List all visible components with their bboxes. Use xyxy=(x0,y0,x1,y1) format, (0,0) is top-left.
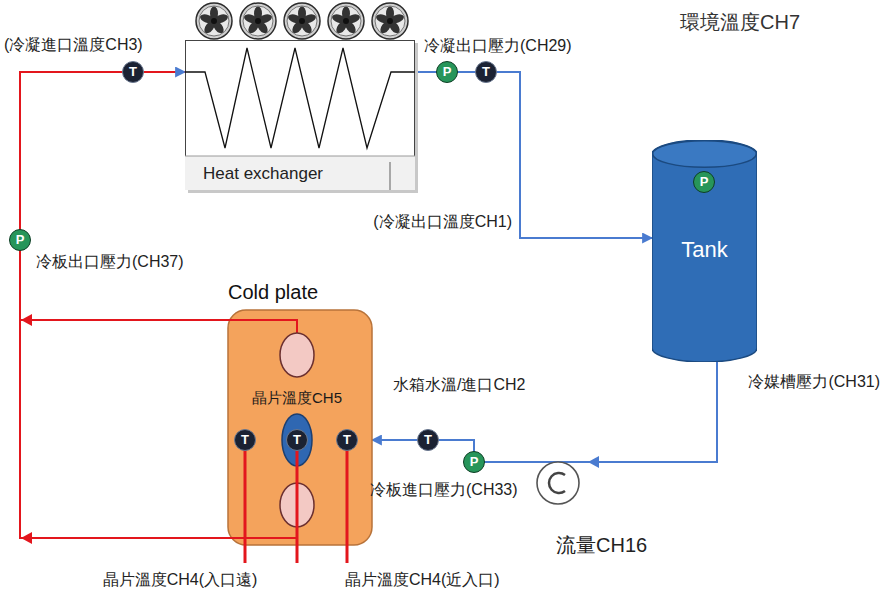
pump-body xyxy=(537,462,579,504)
outlet-pipe xyxy=(228,320,297,333)
channel-label: 流量CH16 xyxy=(556,533,647,557)
heat-exchanger-base xyxy=(185,156,415,190)
node-text: Tank xyxy=(681,237,727,263)
pressure-sensor: P xyxy=(463,451,485,473)
sensor-letter: P xyxy=(694,172,714,192)
coil-zigzag xyxy=(185,48,415,148)
cold-plate-art xyxy=(228,310,372,545)
cold-plate-body xyxy=(228,310,372,545)
channel-label: (冷凝出口溫度CH1) xyxy=(373,212,512,231)
channel-label: 晶片溫度CH4(近入口) xyxy=(345,570,500,589)
flow-arrowhead xyxy=(21,314,32,326)
sensor-letter: T xyxy=(287,430,307,450)
sensor-letter: T xyxy=(235,430,255,450)
sensor-letter: T xyxy=(337,430,357,450)
chip-oval xyxy=(280,333,314,377)
fan xyxy=(372,3,408,39)
pipe-connector xyxy=(415,72,652,238)
sensor-letter: T xyxy=(476,62,496,82)
heat-exchanger-box: Heat exchanger xyxy=(185,40,415,190)
outlet-pipe xyxy=(228,537,297,539)
channel-label: 冷凝出口壓力(CH29) xyxy=(424,36,572,55)
pump-impeller xyxy=(549,473,565,493)
sensor-letter: T xyxy=(418,430,438,450)
base-divider xyxy=(185,156,415,157)
fan xyxy=(240,3,276,39)
channel-label: (冷凝進口溫度CH3) xyxy=(4,35,143,54)
pressure-sensor: P xyxy=(436,61,458,83)
sensor-letter: P xyxy=(10,230,30,250)
channel-label: 晶片溫度CH4(入口遠) xyxy=(103,570,258,589)
pressure-sensor: P xyxy=(9,229,31,251)
node-text: Heat exchanger xyxy=(203,164,323,184)
pipe-connector xyxy=(372,362,717,462)
sensor-letter: P xyxy=(437,62,457,82)
cold-plate: Cold plate晶片溫度CH5TTT xyxy=(228,310,372,545)
sensor-letter: P xyxy=(464,452,484,472)
tank-cylinder: Tank P xyxy=(652,140,757,362)
channel-label: 冷板進口壓力(CH33) xyxy=(370,480,518,499)
base-mark xyxy=(389,162,390,190)
temperature-sensor: T xyxy=(336,429,358,451)
thermocouple-wire xyxy=(346,440,349,563)
fan xyxy=(284,3,320,39)
fan xyxy=(196,3,232,39)
channel-label: 水箱水溫/進口CH2 xyxy=(393,375,525,394)
channel-label: 冷媒槽壓力(CH31) xyxy=(748,372,880,391)
thermocouple-wire xyxy=(244,440,247,563)
sensor-letter: T xyxy=(123,62,143,82)
channel-label: 環境溫度CH7 xyxy=(680,10,800,34)
temperature-sensor: T xyxy=(234,429,256,451)
flow-arrowhead xyxy=(588,456,599,468)
return-pipe xyxy=(20,320,228,538)
node-text: 晶片溫度CH5 xyxy=(252,389,342,407)
channel-label: 冷板出口壓力(CH37) xyxy=(36,252,184,271)
temperature-sensor: T xyxy=(417,429,439,451)
tank-top xyxy=(653,141,757,168)
fan xyxy=(328,3,364,39)
temperature-sensor: T xyxy=(122,61,144,83)
flow-arrowhead xyxy=(21,532,32,544)
node-text: Cold plate xyxy=(228,280,318,304)
temperature-sensor: T xyxy=(475,61,497,83)
pressure-sensor: P xyxy=(693,171,715,193)
thermocouple-wire xyxy=(296,440,299,563)
temperature-sensor: T xyxy=(286,429,308,451)
tank-body xyxy=(652,140,757,362)
